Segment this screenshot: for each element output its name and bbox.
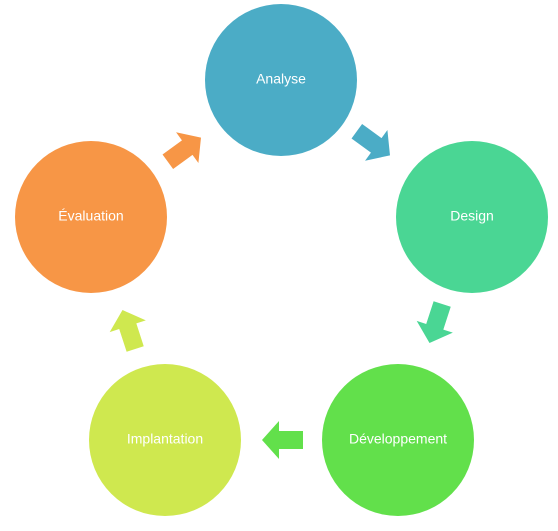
arrow-shape <box>262 421 303 459</box>
node-design: Design <box>396 141 548 293</box>
node-developpement-label: Développement <box>349 431 447 447</box>
node-implantation-label: Implantation <box>127 431 203 447</box>
arrow-shape <box>416 301 453 343</box>
arrow-implantation-to-evaluation <box>109 310 146 352</box>
node-analyse-label: Analyse <box>256 71 306 87</box>
node-developpement: Développement <box>322 364 474 516</box>
node-analyse: Analyse <box>205 4 357 156</box>
arrow-shape <box>109 310 146 352</box>
node-implantation-circle <box>89 364 241 516</box>
node-design-label: Design <box>450 208 494 224</box>
node-evaluation-circle <box>15 141 167 293</box>
arrow-shape <box>351 123 390 161</box>
arrow-developpement-to-implantation <box>262 421 303 459</box>
node-design-circle <box>396 141 548 293</box>
arrow-evaluation-to-analyse <box>162 132 201 170</box>
node-analyse-circle <box>205 4 357 156</box>
arrow-shape <box>162 132 201 170</box>
node-evaluation: Évaluation <box>15 141 167 293</box>
arrow-analyse-to-design <box>351 123 390 161</box>
node-developpement-circle <box>322 364 474 516</box>
arrow-design-to-developpement <box>416 301 453 343</box>
node-implantation: Implantation <box>89 364 241 516</box>
node-evaluation-label: Évaluation <box>58 208 123 224</box>
